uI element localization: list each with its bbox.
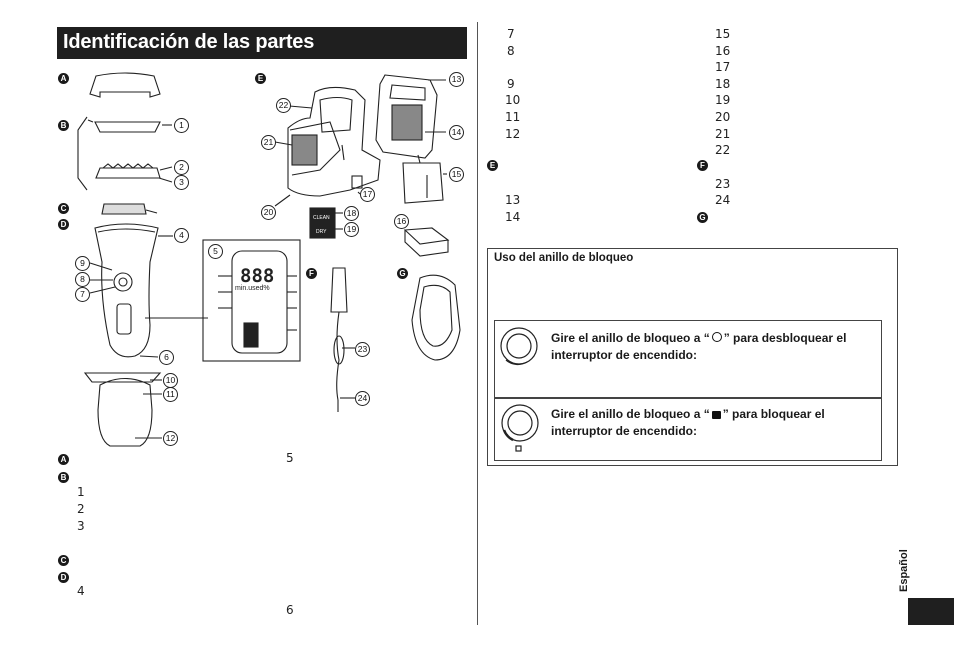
legend-item-13: 13 — [505, 193, 521, 207]
cleaning-cartridge-drawing — [375, 74, 438, 159]
legend-marker-a: A — [58, 454, 69, 465]
padlock-icon — [711, 411, 721, 419]
callout-2: 2 — [174, 160, 189, 175]
callout-22: 22 — [276, 98, 291, 113]
callout-23: 23 — [355, 342, 370, 357]
shaver-body-drawing — [94, 223, 159, 358]
callout-15: 15 — [449, 167, 464, 182]
section-marker-e: E — [255, 73, 266, 84]
callout-18: 18 — [344, 206, 359, 221]
display-unit: min.used% — [235, 285, 270, 292]
legend-item-22: 22 — [715, 143, 731, 157]
legend-item-12: 12 — [505, 127, 521, 141]
callout-11: 11 — [163, 387, 178, 402]
legend-item-23: 23 — [715, 177, 731, 191]
blade-drawing — [101, 203, 147, 215]
cleaning-system-drawing — [287, 86, 381, 197]
legend-item-5: 5 — [286, 451, 294, 465]
legend-marker-c: C — [58, 555, 69, 566]
callout-8: 8 — [75, 272, 90, 287]
section-marker-f: F — [306, 268, 317, 279]
legend-marker-b: B — [58, 472, 69, 483]
callout-24: 24 — [355, 391, 370, 406]
outer-foil-drawing — [87, 119, 161, 133]
legend-item-24: 24 — [715, 193, 731, 207]
page-title: Identificación de las partes — [63, 31, 315, 53]
callout-19: 19 — [344, 222, 359, 237]
callout-14: 14 — [449, 125, 464, 140]
legend-marker-g: G — [697, 212, 708, 223]
callout-16: 16 — [394, 214, 409, 229]
section-marker-d: D — [58, 219, 69, 230]
display-panel-frame — [202, 239, 301, 362]
lock-ring-heading: Uso del anillo de bloqueo — [494, 252, 634, 264]
ac-adaptor-drawing — [330, 267, 348, 313]
callout-12: 12 — [163, 431, 178, 446]
clean-button-label: CLEAN — [313, 215, 330, 221]
legend-item-16: 16 — [715, 44, 731, 58]
lock-text-before: Gire el anillo de bloqueo a “ — [551, 407, 710, 421]
legend-item-8: 8 — [507, 44, 515, 58]
lock-ring-icon — [501, 404, 539, 442]
dry-button-label: DRY — [316, 229, 327, 235]
legend-item-1: 1 — [77, 485, 85, 499]
column-divider — [477, 22, 478, 625]
callout-9: 9 — [75, 256, 90, 271]
legend-marker-f: F — [697, 160, 708, 171]
cleaner-buttons-drawing — [309, 207, 336, 239]
callout-13: 13 — [449, 72, 464, 87]
legend-marker-e: E — [487, 160, 498, 171]
legend-item-6: 6 — [286, 603, 294, 617]
cartridge-lid-drawing — [403, 227, 450, 257]
legend-item-15: 15 — [715, 27, 731, 41]
display-digits: 888 — [240, 265, 274, 287]
unlock-instruction: Gire el anillo de bloqueo a “” para desb… — [551, 330, 871, 364]
pouch-drawing — [411, 274, 461, 361]
callout-3: 3 — [174, 175, 189, 190]
legend-marker-d: D — [58, 572, 69, 583]
section-marker-g: G — [397, 268, 408, 279]
legend-item-3: 3 — [77, 519, 85, 533]
lock-ring-box — [487, 248, 898, 466]
legend-item-19: 19 — [715, 93, 731, 107]
legend-item-10: 10 — [505, 93, 521, 107]
legend-item-4: 4 — [77, 584, 85, 598]
language-label: Español — [898, 549, 910, 592]
bracket-line — [77, 116, 88, 191]
callout-1: 1 — [174, 118, 189, 133]
page-title-bar: Identificación de las partes — [57, 27, 467, 59]
unlock-text-after: ” para desbloquear el interruptor de enc… — [551, 331, 847, 362]
protective-cap-drawing — [89, 72, 161, 98]
legend-item-11: 11 — [505, 110, 521, 124]
cartridge-cover-drawing — [402, 162, 444, 204]
legend-item-9: 9 — [507, 77, 515, 91]
callout-6: 6 — [159, 350, 174, 365]
legend-item-17: 17 — [715, 60, 731, 74]
section-marker-b: B — [58, 120, 69, 131]
unlock-symbol-icon — [711, 332, 722, 342]
lock-text-after: ” para bloquear el interruptor de encend… — [551, 407, 825, 438]
language-tab — [908, 598, 954, 625]
legend-item-2: 2 — [77, 502, 85, 516]
unlock-text-before: Gire el anillo de bloqueo a “ — [551, 331, 710, 345]
unlock-step — [494, 320, 882, 399]
callout-20: 20 — [261, 205, 276, 220]
legend-item-21: 21 — [715, 127, 731, 141]
callout-17: 17 — [360, 187, 375, 202]
callout-7: 7 — [75, 287, 90, 302]
callout-21: 21 — [261, 135, 276, 150]
legend-item-20: 20 — [715, 110, 731, 124]
callout-4: 4 — [174, 228, 189, 243]
shaver-head-detail-drawing — [83, 372, 162, 383]
section-marker-a: A — [58, 73, 69, 84]
legend-item-7: 7 — [507, 27, 515, 41]
legend-item-14: 14 — [505, 210, 521, 224]
lock-step — [494, 397, 882, 461]
legend-item-18: 18 — [715, 77, 731, 91]
callout-5: 5 — [208, 244, 223, 259]
lock-instruction: Gire el anillo de bloqueo a “” para bloq… — [551, 406, 871, 440]
section-marker-c: C — [58, 203, 69, 214]
